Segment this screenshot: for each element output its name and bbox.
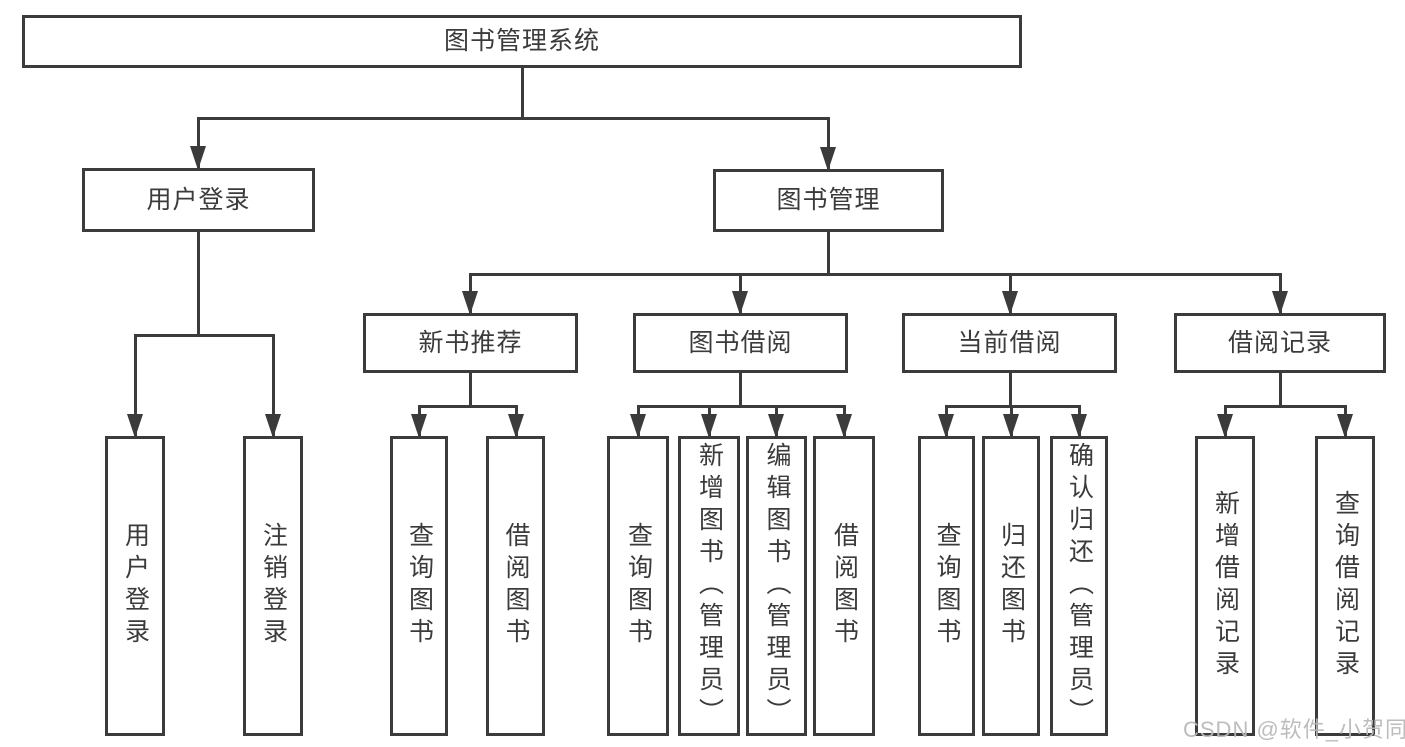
leaf-cb-return-books: 归还图书 (982, 436, 1040, 736)
node-root: 图书管理系统 (22, 15, 1022, 68)
leaf-bb-edit-books-admin-label: 编辑图书（管理员） (763, 442, 791, 730)
arrow-down-icon (1337, 414, 1353, 438)
leaf-user-login: 用户登录 (105, 436, 165, 736)
leaf-user-login-label: 用户登录 (121, 522, 150, 650)
connector-line (1223, 404, 1347, 408)
leaf-br-add-record-label: 新增借阅记录 (1211, 490, 1240, 682)
leaf-bb-add-books-admin: 新增图书（管理员） (678, 436, 740, 736)
leaf-cb-confirm-return-admin: 确认归还（管理员） (1050, 436, 1108, 736)
arrow-down-icon (820, 147, 836, 171)
leaf-nbr-query-books-label: 查询图书 (405, 522, 434, 650)
leaf-bb-edit-books-admin: 编辑图书（管理员） (746, 436, 807, 736)
leaf-logout: 注销登录 (243, 436, 303, 736)
leaf-bb-borrow-books-label: 借阅图书 (830, 522, 859, 650)
connector-line (196, 232, 200, 335)
arrow-down-icon (1217, 414, 1233, 438)
leaf-nbr-borrow-books-label: 借阅图书 (502, 522, 530, 650)
arrow-down-icon (190, 146, 206, 170)
arrow-down-icon (630, 414, 646, 438)
watermark: CSDN @软件_小贺同学 (1183, 717, 1405, 742)
connector-line (738, 373, 742, 406)
arrow-down-icon (701, 414, 717, 438)
connector-line (826, 232, 830, 274)
connector-line (196, 116, 200, 169)
arrow-down-icon (938, 414, 954, 438)
arrow-down-icon (1002, 291, 1018, 315)
connector-line (1008, 373, 1012, 406)
arrow-down-icon (1003, 414, 1019, 438)
arrow-down-icon (732, 291, 748, 315)
node-new-book-recommend-label: 新书推荐 (418, 328, 523, 357)
node-borrow-records-label: 借阅记录 (1227, 328, 1332, 357)
node-book-borrow: 图书借阅 (633, 313, 848, 373)
leaf-br-add-record: 新增借阅记录 (1195, 436, 1255, 736)
leaf-bb-add-books-admin-label: 新增图书（管理员） (695, 442, 724, 730)
node-root-label: 图书管理系统 (443, 27, 600, 55)
arrow-down-icon (462, 291, 478, 315)
connector-line (271, 333, 275, 437)
leaf-cb-query-books: 查询图书 (918, 436, 975, 736)
connector-line (468, 373, 472, 406)
leaf-logout-label: 注销登录 (259, 522, 288, 650)
arrow-down-icon (1272, 291, 1288, 315)
node-current-borrow: 当前借阅 (902, 313, 1117, 373)
leaf-bb-query-books: 查询图书 (607, 436, 669, 736)
node-user-login: 用户登录 (82, 168, 315, 232)
leaf-nbr-borrow-books: 借阅图书 (486, 436, 545, 736)
arrow-down-icon (265, 414, 281, 438)
connector-line (1278, 373, 1282, 406)
connector-line (520, 68, 524, 118)
connector-line (636, 404, 846, 408)
node-borrow-records: 借阅记录 (1174, 313, 1386, 373)
connector-line (133, 333, 275, 337)
leaf-bb-query-books-label: 查询图书 (624, 522, 653, 650)
arrow-down-icon (1071, 414, 1087, 438)
leaf-nbr-query-books: 查询图书 (390, 436, 448, 736)
connector-line (133, 333, 137, 437)
leaf-br-query-record: 查询借阅记录 (1315, 436, 1375, 736)
connector-line (826, 116, 830, 170)
node-book-management: 图书管理 (713, 169, 944, 232)
arrow-down-icon (768, 414, 784, 438)
leaf-br-query-record-label: 查询借阅记录 (1331, 490, 1360, 682)
node-user-login-label: 用户登录 (146, 185, 251, 214)
connector-line (468, 272, 1282, 276)
node-current-borrow-label: 当前借阅 (957, 328, 1062, 357)
arrow-down-icon (836, 414, 852, 438)
leaf-cb-return-books-label: 归还图书 (997, 522, 1026, 650)
node-book-management-label: 图书管理 (776, 186, 881, 214)
leaf-cb-confirm-return-admin-label: 确认归还（管理员） (1065, 442, 1094, 730)
arrow-down-icon (411, 414, 427, 438)
node-book-borrow-label: 图书借阅 (688, 328, 793, 357)
leaf-bb-borrow-books: 借阅图书 (813, 436, 875, 736)
connector-line (417, 404, 518, 408)
arrow-down-icon (127, 414, 143, 438)
connector-line (196, 116, 830, 120)
connector-line (944, 404, 1081, 408)
node-new-book-recommend: 新书推荐 (363, 313, 578, 373)
leaf-cb-query-books-label: 查询图书 (933, 522, 961, 650)
arrow-down-icon (508, 414, 524, 438)
